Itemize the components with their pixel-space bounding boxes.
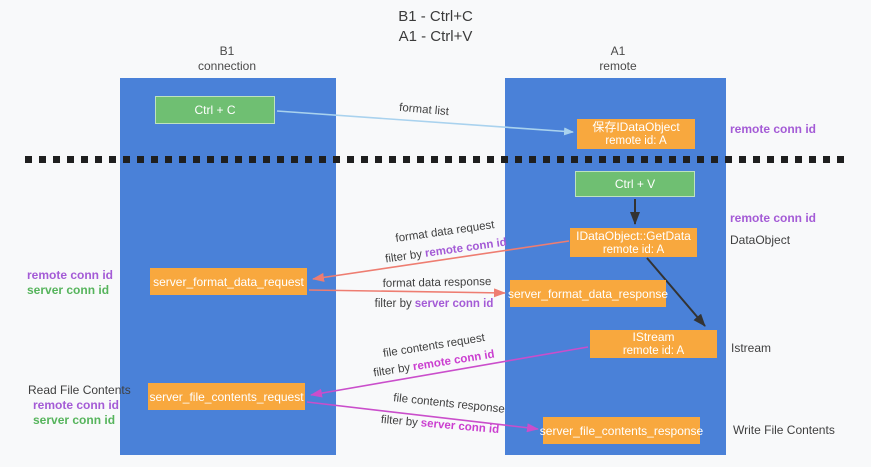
node-server-file-contents-request-label: server_file_contents_request [149, 389, 304, 404]
remote-conn-id-text: remote conn id [424, 236, 508, 260]
left-column-name: B1 [219, 44, 235, 58]
node-server-file-contents-response: server_file_contents_response [539, 417, 704, 444]
label-remote-conn-id-top: remote conn id [730, 122, 817, 136]
title-line-2: A1 - Ctrl+V [398, 28, 473, 45]
node-istream: IStream remote id: A [590, 330, 717, 358]
left-column-role: connection [197, 59, 257, 73]
filter-prefix-text: filter by [374, 298, 412, 310]
arrow-label-format-data-response: format data response [383, 276, 492, 290]
left-conn-id-labels: remote conn id server conn id [27, 268, 113, 298]
arrow-label-format-list: format list [399, 102, 450, 118]
label-left-server-conn-id: server conn id [27, 283, 110, 297]
node-server-format-data-request-label: server_format_data_request [153, 274, 304, 289]
label-left-remote-conn-id: remote conn id [27, 268, 114, 282]
label-left-server-conn-id-2: server conn id [33, 413, 116, 427]
filter-prefix-text: filter by [384, 248, 423, 266]
node-ctrl-c: Ctrl + C [155, 96, 275, 124]
dashed-divider [25, 156, 845, 163]
node-save-idataobject: 保存IDataObject remote id: A [577, 119, 695, 149]
node-ctrl-v: Ctrl + V [575, 171, 695, 197]
node-server-format-data-request: server_format_data_request [150, 268, 307, 295]
label-read-file-contents: Read File Contents [28, 383, 131, 397]
label-dataobject: DataObject [730, 233, 791, 247]
node-ctrl-c-label: Ctrl + C [194, 103, 236, 117]
node-server-format-data-response-label: server_format_data_response [507, 286, 669, 301]
arrow-format-data-response [308, 288, 506, 298]
node-idataobject-getdata-line1: IDataObject::GetData [576, 228, 691, 243]
left-read-file-labels: Read File Contents remote conn id server… [28, 383, 131, 428]
node-save-idataobject-line2: remote id: A [605, 135, 667, 147]
left-column-header: B1 connection [152, 44, 302, 74]
node-save-idataobject-line1: 保存IDataObject [592, 120, 680, 134]
format-data-response-text: format data response [382, 276, 492, 290]
right-column-header: A1 remote [543, 44, 693, 74]
filter-prefix-text: filter by [372, 361, 412, 380]
node-idataobject-getdata-line2: remote id: A [602, 243, 665, 256]
label-write-file-contents: Write File Contents [733, 423, 835, 437]
format-list-text: format list [398, 101, 450, 119]
label-left-remote-conn-id-2: remote conn id [33, 398, 120, 412]
node-ctrl-v-label: Ctrl + V [614, 177, 656, 191]
filter-prefix-text: filter by [380, 413, 419, 430]
diagram-title: B1 - Ctrl+C A1 - Ctrl+V [0, 7, 871, 47]
file-contents-response-text: file contents response [392, 392, 506, 416]
title-line-1: B1 - Ctrl+C [398, 8, 473, 25]
node-server-file-contents-response-label: server_file_contents_response [539, 423, 704, 438]
node-idataobject-getdata: IDataObject::GetData remote id: A [570, 228, 697, 257]
node-server-format-data-response: server_format_data_response [507, 280, 669, 307]
label-remote-conn-id-mid: remote conn id [730, 211, 817, 225]
node-server-file-contents-request: server_file_contents_request [148, 383, 305, 410]
server-conn-id-text: server conn id [414, 298, 494, 310]
server-conn-id-text: server conn id [420, 417, 500, 437]
right-column-role: remote [599, 59, 637, 73]
arrow-label-file-contents-response: file contents response [393, 392, 506, 416]
node-istream-line1: IStream [632, 330, 675, 344]
label-istream: Istream [731, 341, 772, 355]
node-istream-line2: remote id: A [622, 345, 685, 357]
right-column-name: A1 [610, 44, 626, 58]
